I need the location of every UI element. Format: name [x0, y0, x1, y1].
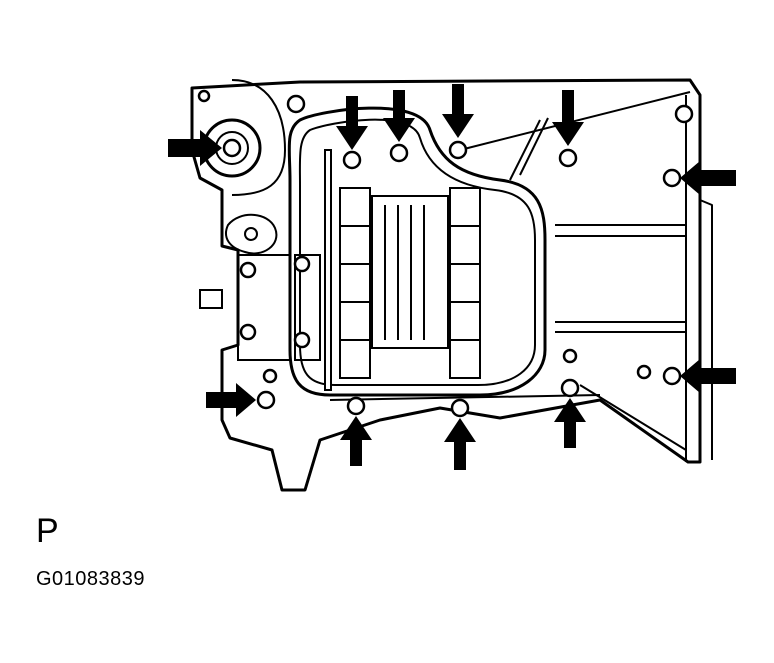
bolt-1 — [222, 138, 242, 158]
arrow-bottom-3 — [554, 398, 586, 448]
arrow-left-lower — [206, 383, 256, 417]
bolt-20 — [262, 368, 278, 384]
arrow-bottom-2 — [444, 418, 476, 470]
arrow-top-4 — [552, 90, 584, 146]
bolt-9 — [662, 366, 682, 386]
bolt-21 — [197, 89, 211, 103]
bolt-13 — [256, 390, 276, 410]
arrow-top-1 — [336, 96, 368, 150]
sump-baffle-grid — [324, 149, 481, 391]
engine-block-outline — [190, 78, 713, 492]
arrow-top-2 — [383, 90, 415, 142]
callout-arrows — [168, 84, 736, 470]
arrow-right-lower — [680, 359, 736, 393]
arrow-front-bolt — [168, 130, 222, 166]
bolt-10 — [560, 378, 580, 398]
bolt-3 — [342, 150, 362, 170]
bolt-18 — [562, 348, 578, 364]
bolt-15 — [239, 323, 257, 341]
bolt-heads — [197, 89, 694, 418]
bolt-7 — [674, 104, 694, 124]
bolt-11 — [450, 398, 470, 418]
bolt-4 — [389, 143, 409, 163]
arrow-right-upper — [680, 161, 736, 195]
bolt-17 — [293, 331, 311, 349]
bolt-5 — [448, 140, 468, 160]
bolt-12 — [346, 396, 366, 416]
bolt-16 — [293, 255, 311, 273]
bolt-19 — [636, 364, 652, 380]
view-letter: P — [36, 512, 59, 550]
bolt-8 — [662, 168, 682, 188]
arrow-top-3 — [442, 84, 474, 138]
bolt-14 — [239, 261, 257, 279]
arrow-bottom-1 — [340, 416, 372, 466]
figure-code: G01083839 — [36, 568, 146, 590]
bolt-2 — [286, 94, 306, 114]
bolt-6 — [558, 148, 578, 168]
front-cover-assembly — [199, 79, 321, 361]
